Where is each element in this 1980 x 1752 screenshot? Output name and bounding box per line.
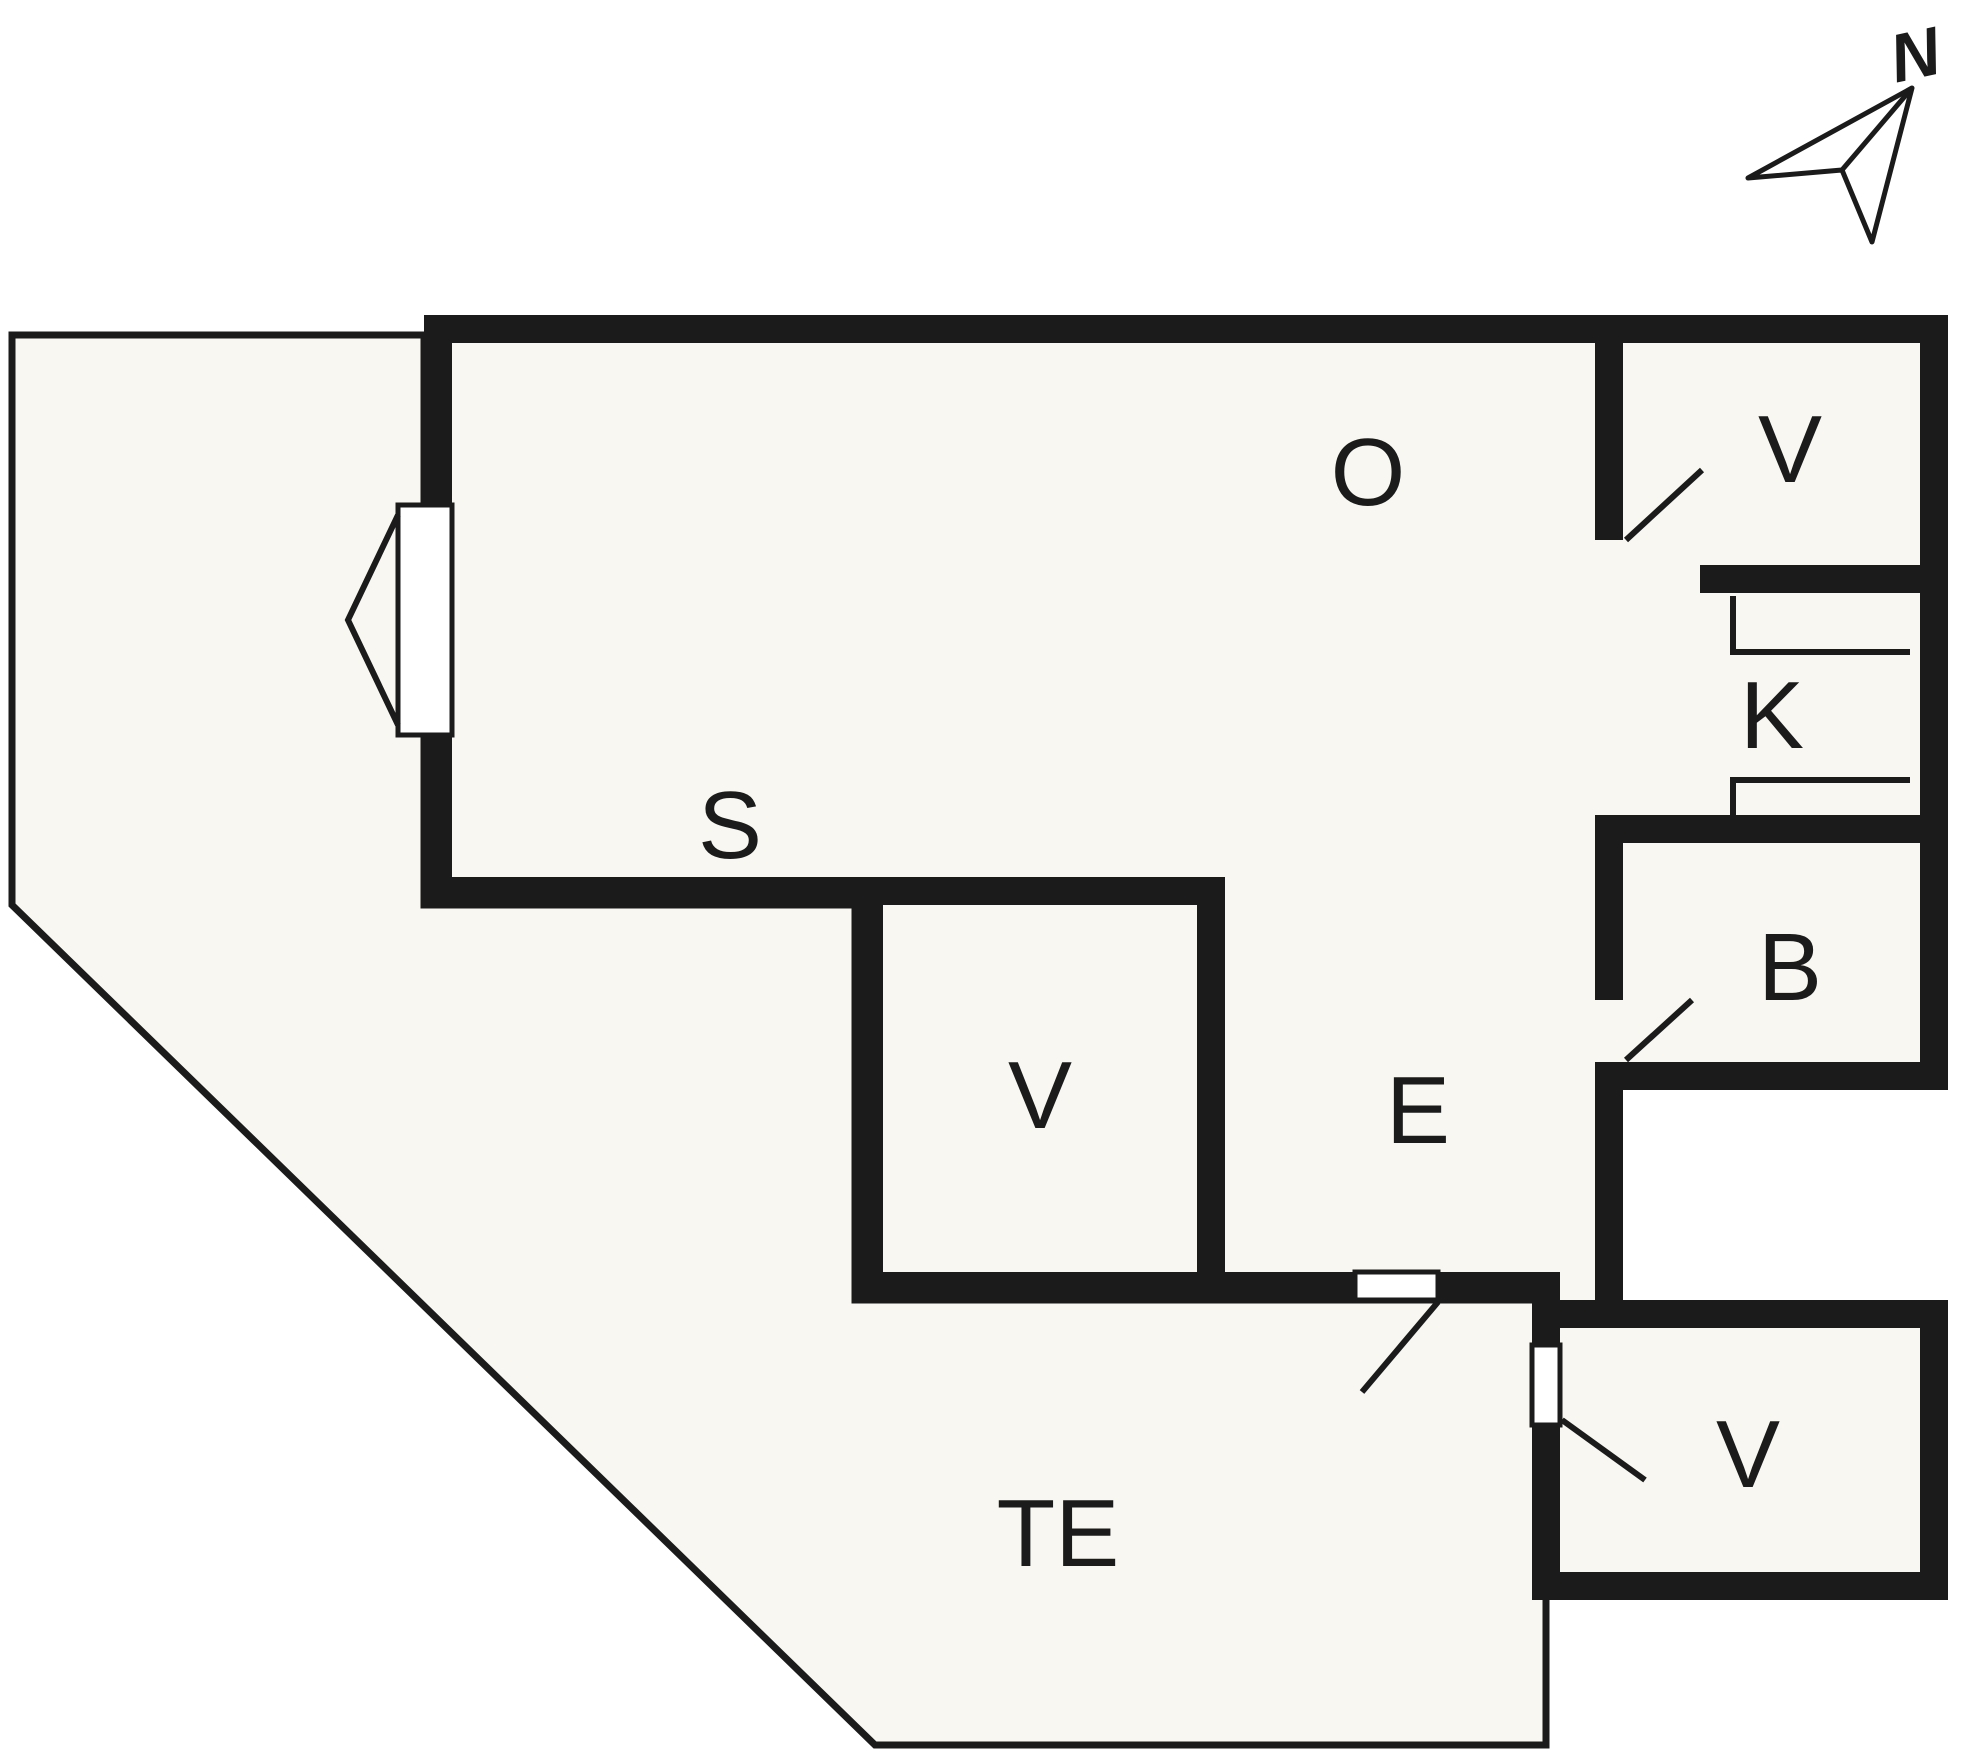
wall-segment bbox=[1595, 343, 1623, 540]
bay-window bbox=[395, 502, 455, 738]
wall-segment bbox=[1595, 815, 1948, 843]
compass: N bbox=[1745, 12, 1949, 245]
room-label-terrace: TE bbox=[997, 1480, 1120, 1587]
annex-door-threshold bbox=[1529, 1342, 1563, 1428]
wall-segment bbox=[1532, 1425, 1560, 1600]
wall-segment bbox=[424, 315, 452, 505]
door-swing-bedroom-ne bbox=[1623, 467, 1705, 543]
room-label-living: O bbox=[1331, 419, 1406, 526]
wall-segment bbox=[1532, 1300, 1948, 1328]
door-swing-exit bbox=[1359, 1300, 1441, 1394]
room-label-sitting: S bbox=[698, 772, 762, 879]
kitchen-counter-lines bbox=[1730, 596, 1910, 815]
wall-segment bbox=[424, 315, 1948, 343]
door-swing-annex bbox=[1560, 1417, 1647, 1483]
building-main-footprint bbox=[424, 315, 1948, 1300]
wall-segment bbox=[1920, 315, 1948, 1090]
north-label: N bbox=[1883, 12, 1949, 97]
bay-window-panes bbox=[344, 513, 401, 727]
building-annex-footprint bbox=[1532, 1300, 1948, 1600]
wall-segment bbox=[1532, 1572, 1948, 1600]
wall-segment bbox=[1225, 1272, 1355, 1300]
wall-segment bbox=[1920, 1300, 1948, 1600]
wall-segment bbox=[1197, 877, 1225, 1300]
walls bbox=[424, 315, 1948, 1600]
wall-segment bbox=[1532, 1300, 1560, 1345]
exit-door-threshold bbox=[1352, 1269, 1441, 1303]
wall-segment bbox=[1595, 1090, 1623, 1300]
wall-segment bbox=[855, 1272, 1225, 1300]
thin-details bbox=[344, 467, 1910, 1483]
wall-segment bbox=[1438, 1272, 1560, 1300]
north-arrow-icon bbox=[1745, 85, 1915, 245]
wall-segment bbox=[424, 877, 1225, 905]
room-label-bath: B bbox=[1758, 914, 1822, 1021]
room-label-entry: E bbox=[1386, 1057, 1450, 1164]
north-arrow-fold bbox=[1840, 86, 1914, 172]
wall-segment bbox=[424, 735, 452, 905]
room-label-kitchen: K bbox=[1740, 662, 1804, 769]
openings bbox=[395, 502, 1563, 1428]
wall-segment bbox=[855, 877, 883, 1300]
room-label-annex: V bbox=[1716, 1401, 1780, 1508]
wall-segment bbox=[1700, 565, 1948, 593]
room-label-bedroom-ne: V bbox=[1758, 396, 1822, 503]
room-labels: O V K B S V E V TE bbox=[698, 396, 1822, 1587]
door-swing-bath bbox=[1623, 997, 1695, 1063]
wall-segment bbox=[1595, 843, 1623, 1000]
wall-segment bbox=[1595, 1062, 1948, 1090]
room-label-room-mid: V bbox=[1008, 1042, 1072, 1149]
